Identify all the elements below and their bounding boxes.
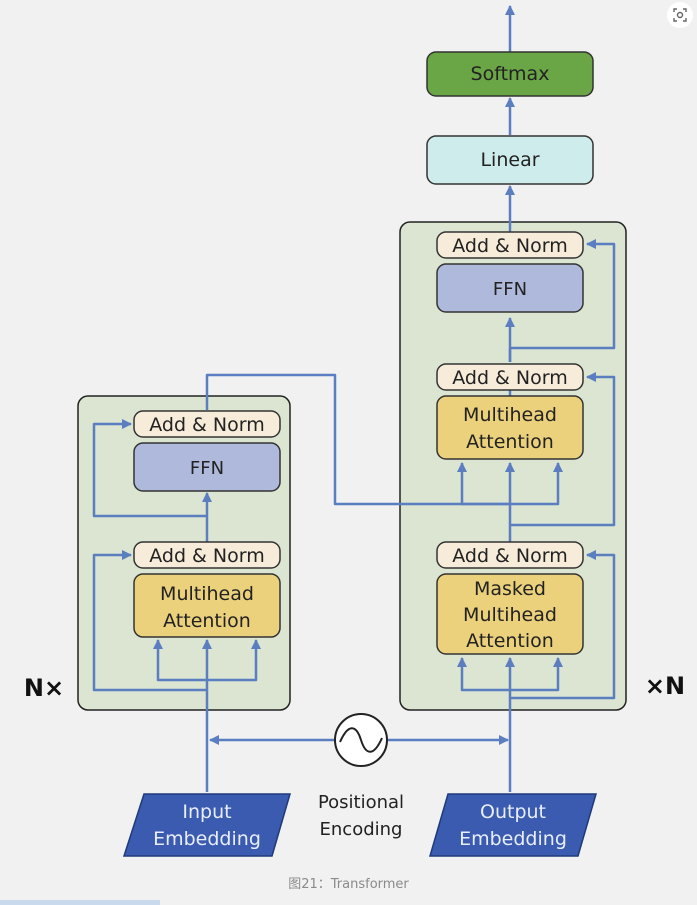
positional-encoding-icon xyxy=(334,713,388,767)
input-embedding-line1: Input xyxy=(182,801,231,823)
decoder-ffn-label: FFN xyxy=(493,279,527,300)
decoder-add-norm-bottom-label: Add & Norm xyxy=(452,545,568,567)
decoder-add-norm-bottom xyxy=(436,541,584,569)
encoder-add-norm-bottom-label: Add & Norm xyxy=(149,545,265,567)
encoder-ffn xyxy=(133,442,281,492)
encoder-attention xyxy=(133,573,281,638)
decoder-ffn xyxy=(436,263,584,313)
decoder-add-norm-top-label: Add & Norm xyxy=(452,235,568,257)
linear-label: Linear xyxy=(480,149,539,171)
decoder-add-norm-mid xyxy=(436,363,584,391)
output-embedding-line2: Embedding xyxy=(459,828,567,850)
encoder-repeat-label: N× xyxy=(24,674,64,702)
decoder-masked-line2: Multihead xyxy=(463,604,557,626)
softmax-box xyxy=(426,51,594,97)
positional-encoding-line1: Positional xyxy=(318,792,404,813)
positional-encoding-line2: Encoding xyxy=(320,819,403,840)
decoder-masked-attention xyxy=(436,573,584,655)
encoder-add-norm-top-label: Add & Norm xyxy=(149,414,265,436)
decoder-masked-line1: Masked xyxy=(474,578,546,600)
decoder-add-norm-mid-label: Add & Norm xyxy=(452,367,568,389)
encoder-attention-line1: Multihead xyxy=(160,583,254,605)
decoder-repeat-label: ×N xyxy=(645,672,685,700)
encoder-add-norm-top xyxy=(133,410,281,438)
linear-box xyxy=(426,135,594,185)
scan-icon[interactable] xyxy=(667,2,693,28)
decoder-cross-attention-line2: Attention xyxy=(466,431,554,453)
encoder-add-norm-bottom xyxy=(133,541,281,569)
decoder-cross-attention xyxy=(436,395,584,460)
figure-caption: 图21：Transformer xyxy=(288,877,409,892)
encoder-ffn-label: FFN xyxy=(190,458,224,479)
output-embedding-line1: Output xyxy=(480,801,546,823)
softmax-label: Softmax xyxy=(471,63,550,85)
output-embedding-box xyxy=(429,793,597,857)
input-embedding-line2: Embedding xyxy=(153,828,261,850)
decoder-masked-line3: Attention xyxy=(466,630,554,652)
bottom-scroll-hint xyxy=(0,900,160,905)
encoder-attention-line2: Attention xyxy=(163,610,251,632)
connection-arrows xyxy=(92,5,616,792)
decoder-add-norm-top xyxy=(436,231,584,259)
decoder-cross-attention-line1: Multihead xyxy=(463,404,557,426)
input-embedding-box xyxy=(122,793,291,857)
